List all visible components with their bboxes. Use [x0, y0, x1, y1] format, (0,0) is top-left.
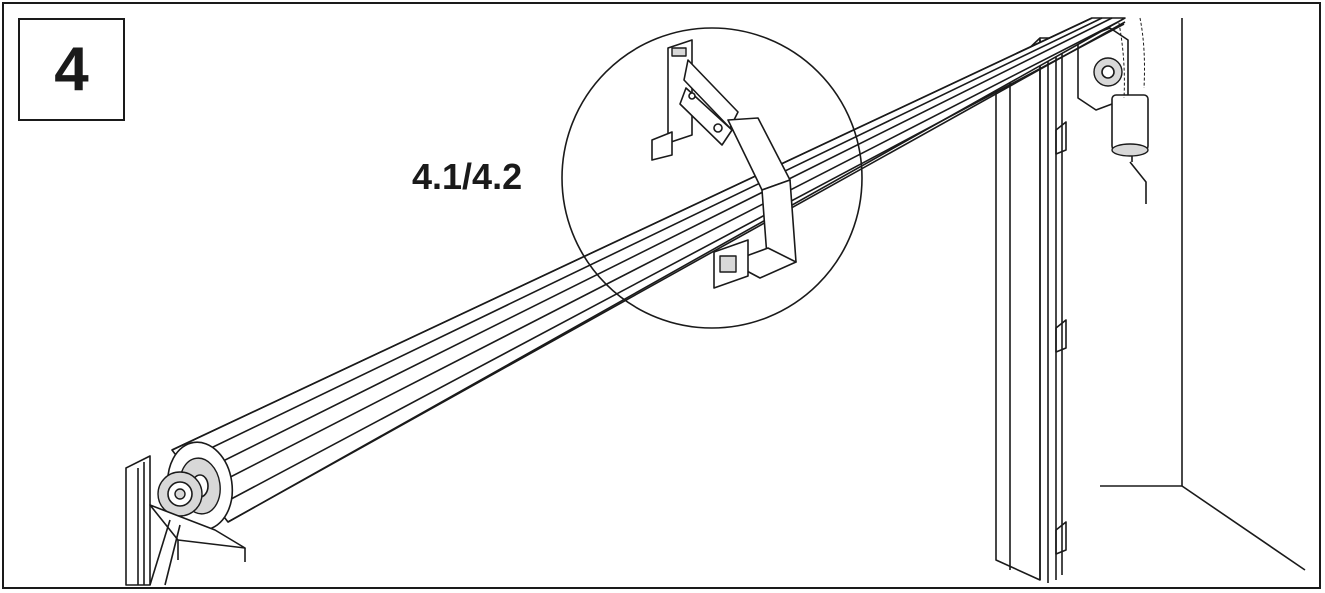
callout-label: 4.1/4.2 [412, 156, 523, 197]
step-number: 4 [54, 34, 89, 104]
support-bracket [651, 39, 797, 289]
step-number-box: 4 [18, 18, 125, 121]
detail-magnifier-circle [561, 27, 863, 329]
drive-motor [1077, 17, 1149, 204]
roller-shaft [166, 17, 1126, 531]
side-guide-rail [995, 37, 1070, 583]
room-wall [1100, 18, 1306, 571]
left-bearing-bracket [125, 455, 246, 586]
